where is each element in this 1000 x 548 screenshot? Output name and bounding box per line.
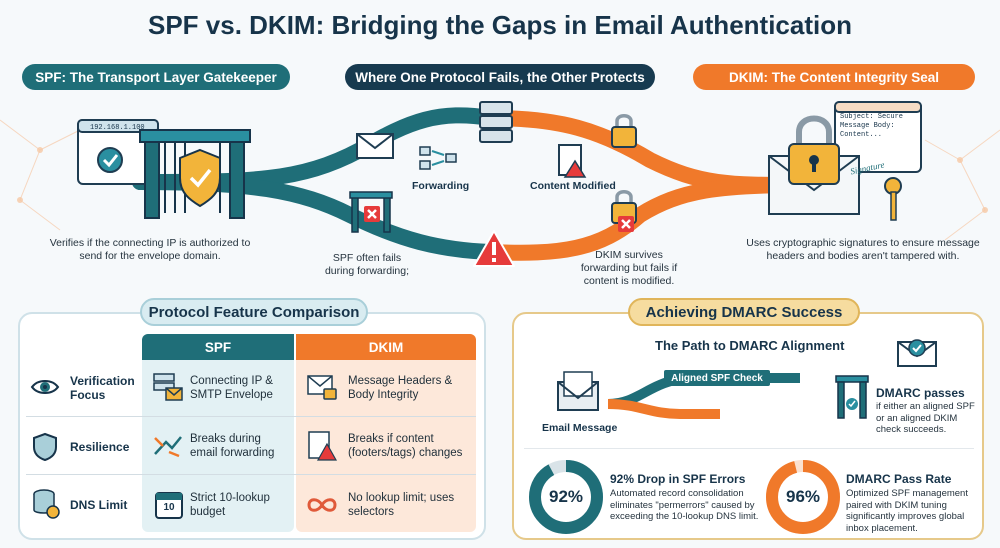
spf-fail-caption: SPF often fails during forwarding; (324, 252, 410, 277)
dkim-header-pill: DKIM: The Content Integrity Seal (693, 64, 975, 90)
spf-column-header: SPF (142, 334, 294, 360)
spf-caption: Verifies if the connecting IP is authori… (49, 237, 251, 262)
dkim-path-bottom (482, 177, 808, 261)
dkim-caption: Uses cryptographic signatures to ensure … (746, 237, 980, 262)
row-divider (26, 416, 476, 417)
calendar-number: 10 (163, 502, 175, 513)
forwarding-label: Forwarding (412, 180, 470, 192)
spf-path-bottom (132, 174, 498, 260)
protocol-flow-paths (132, 107, 808, 261)
spf-gate-icon (77, 119, 251, 219)
dmarc-subheading: The Path to DMARC Alignment (655, 338, 845, 353)
aligned-spf-label: Aligned SPF Check (664, 370, 770, 386)
row-label-resilience: Resilience (70, 440, 130, 454)
row-label-dns: DNS Limit (70, 498, 128, 512)
stat-spf-value: 92% (548, 487, 584, 506)
spf-header-pill: SPF: The Transport Layer Gatekeeper (22, 64, 290, 90)
warning-icon (473, 230, 515, 267)
infinity-icon (307, 498, 337, 512)
dmarc-passes-text: if either an aligned SPF or an aligned D… (876, 401, 975, 435)
signed-document-text: Subject: Secure Message Body: Content... (840, 113, 904, 139)
stat-dmarc-title: DMARC Pass Rate (846, 472, 952, 486)
envelope-lock-icon (307, 375, 337, 400)
comparison-heading: Protocol Feature Comparison (140, 298, 368, 326)
email-envelope-icon (557, 371, 599, 411)
dmarc-envelope-icon (897, 339, 937, 367)
forwarding-icon (419, 146, 457, 170)
stat-spf-title: 92% Drop in SPF Errors (610, 472, 746, 486)
spf-resilience-cell: Breaks during email forwarding (190, 433, 275, 459)
shield-icon (33, 432, 57, 462)
dkim-column-header: DKIM (296, 334, 476, 360)
stat-spf-text: Automated record consolidation eliminate… (610, 488, 759, 522)
padlock-icon (611, 114, 637, 148)
broken-padlock-icon (611, 190, 637, 232)
dkim-survives-caption: DKIM survives forwarding but fails if co… (580, 249, 678, 287)
dmarc-passes-title: DMARC passes (876, 386, 965, 400)
broken-gate-icon (349, 191, 393, 233)
dmarc-gate-icon (835, 375, 869, 419)
stat-dmarc-value: 96% (785, 487, 821, 506)
modified-document-icon (558, 144, 587, 178)
row-label-verification: Verification Focus (70, 374, 135, 402)
calendar-icon (155, 492, 183, 519)
database-icon (33, 489, 60, 519)
eye-icon (30, 380, 60, 394)
ip-address-label: 192.168.1.100 (90, 124, 145, 132)
dkim-verification-cell: Message Headers & Body Integrity (348, 375, 453, 401)
dkim-resilience-cell: Breaks if content (footers/tags) changes (348, 433, 463, 459)
stat-ring-dmarc (766, 460, 840, 534)
panel-divider (524, 448, 974, 449)
dkim-path-top (482, 110, 808, 193)
dkim-seal-icon (768, 101, 922, 221)
stat-ring-spf (529, 460, 603, 534)
content-modified-label: Content Modified (530, 180, 616, 192)
server-envelope-icon (153, 373, 183, 401)
spf-dns-cell: Strict 10-lookup budget (190, 492, 270, 518)
spf-verification-cell: Connecting IP & SMTP Envelope (190, 375, 273, 401)
envelope-icon (356, 133, 394, 159)
row-divider (26, 474, 476, 475)
server-icon (479, 101, 513, 143)
dmarc-heading: Achieving DMARC Success (628, 298, 860, 326)
email-message-label: Email Message (542, 422, 618, 434)
broken-arrows-icon (154, 436, 182, 458)
document-warning-icon (308, 431, 338, 461)
middle-header-pill: Where One Protocol Fails, the Other Prot… (345, 64, 655, 90)
dkim-dns-cell: No lookup limit; uses selectors (348, 492, 455, 518)
page-title: SPF vs. DKIM: Bridging the Gaps in Email… (148, 10, 852, 40)
stat-dmarc-text: Optimized SPF management paired with DKI… (846, 488, 968, 534)
